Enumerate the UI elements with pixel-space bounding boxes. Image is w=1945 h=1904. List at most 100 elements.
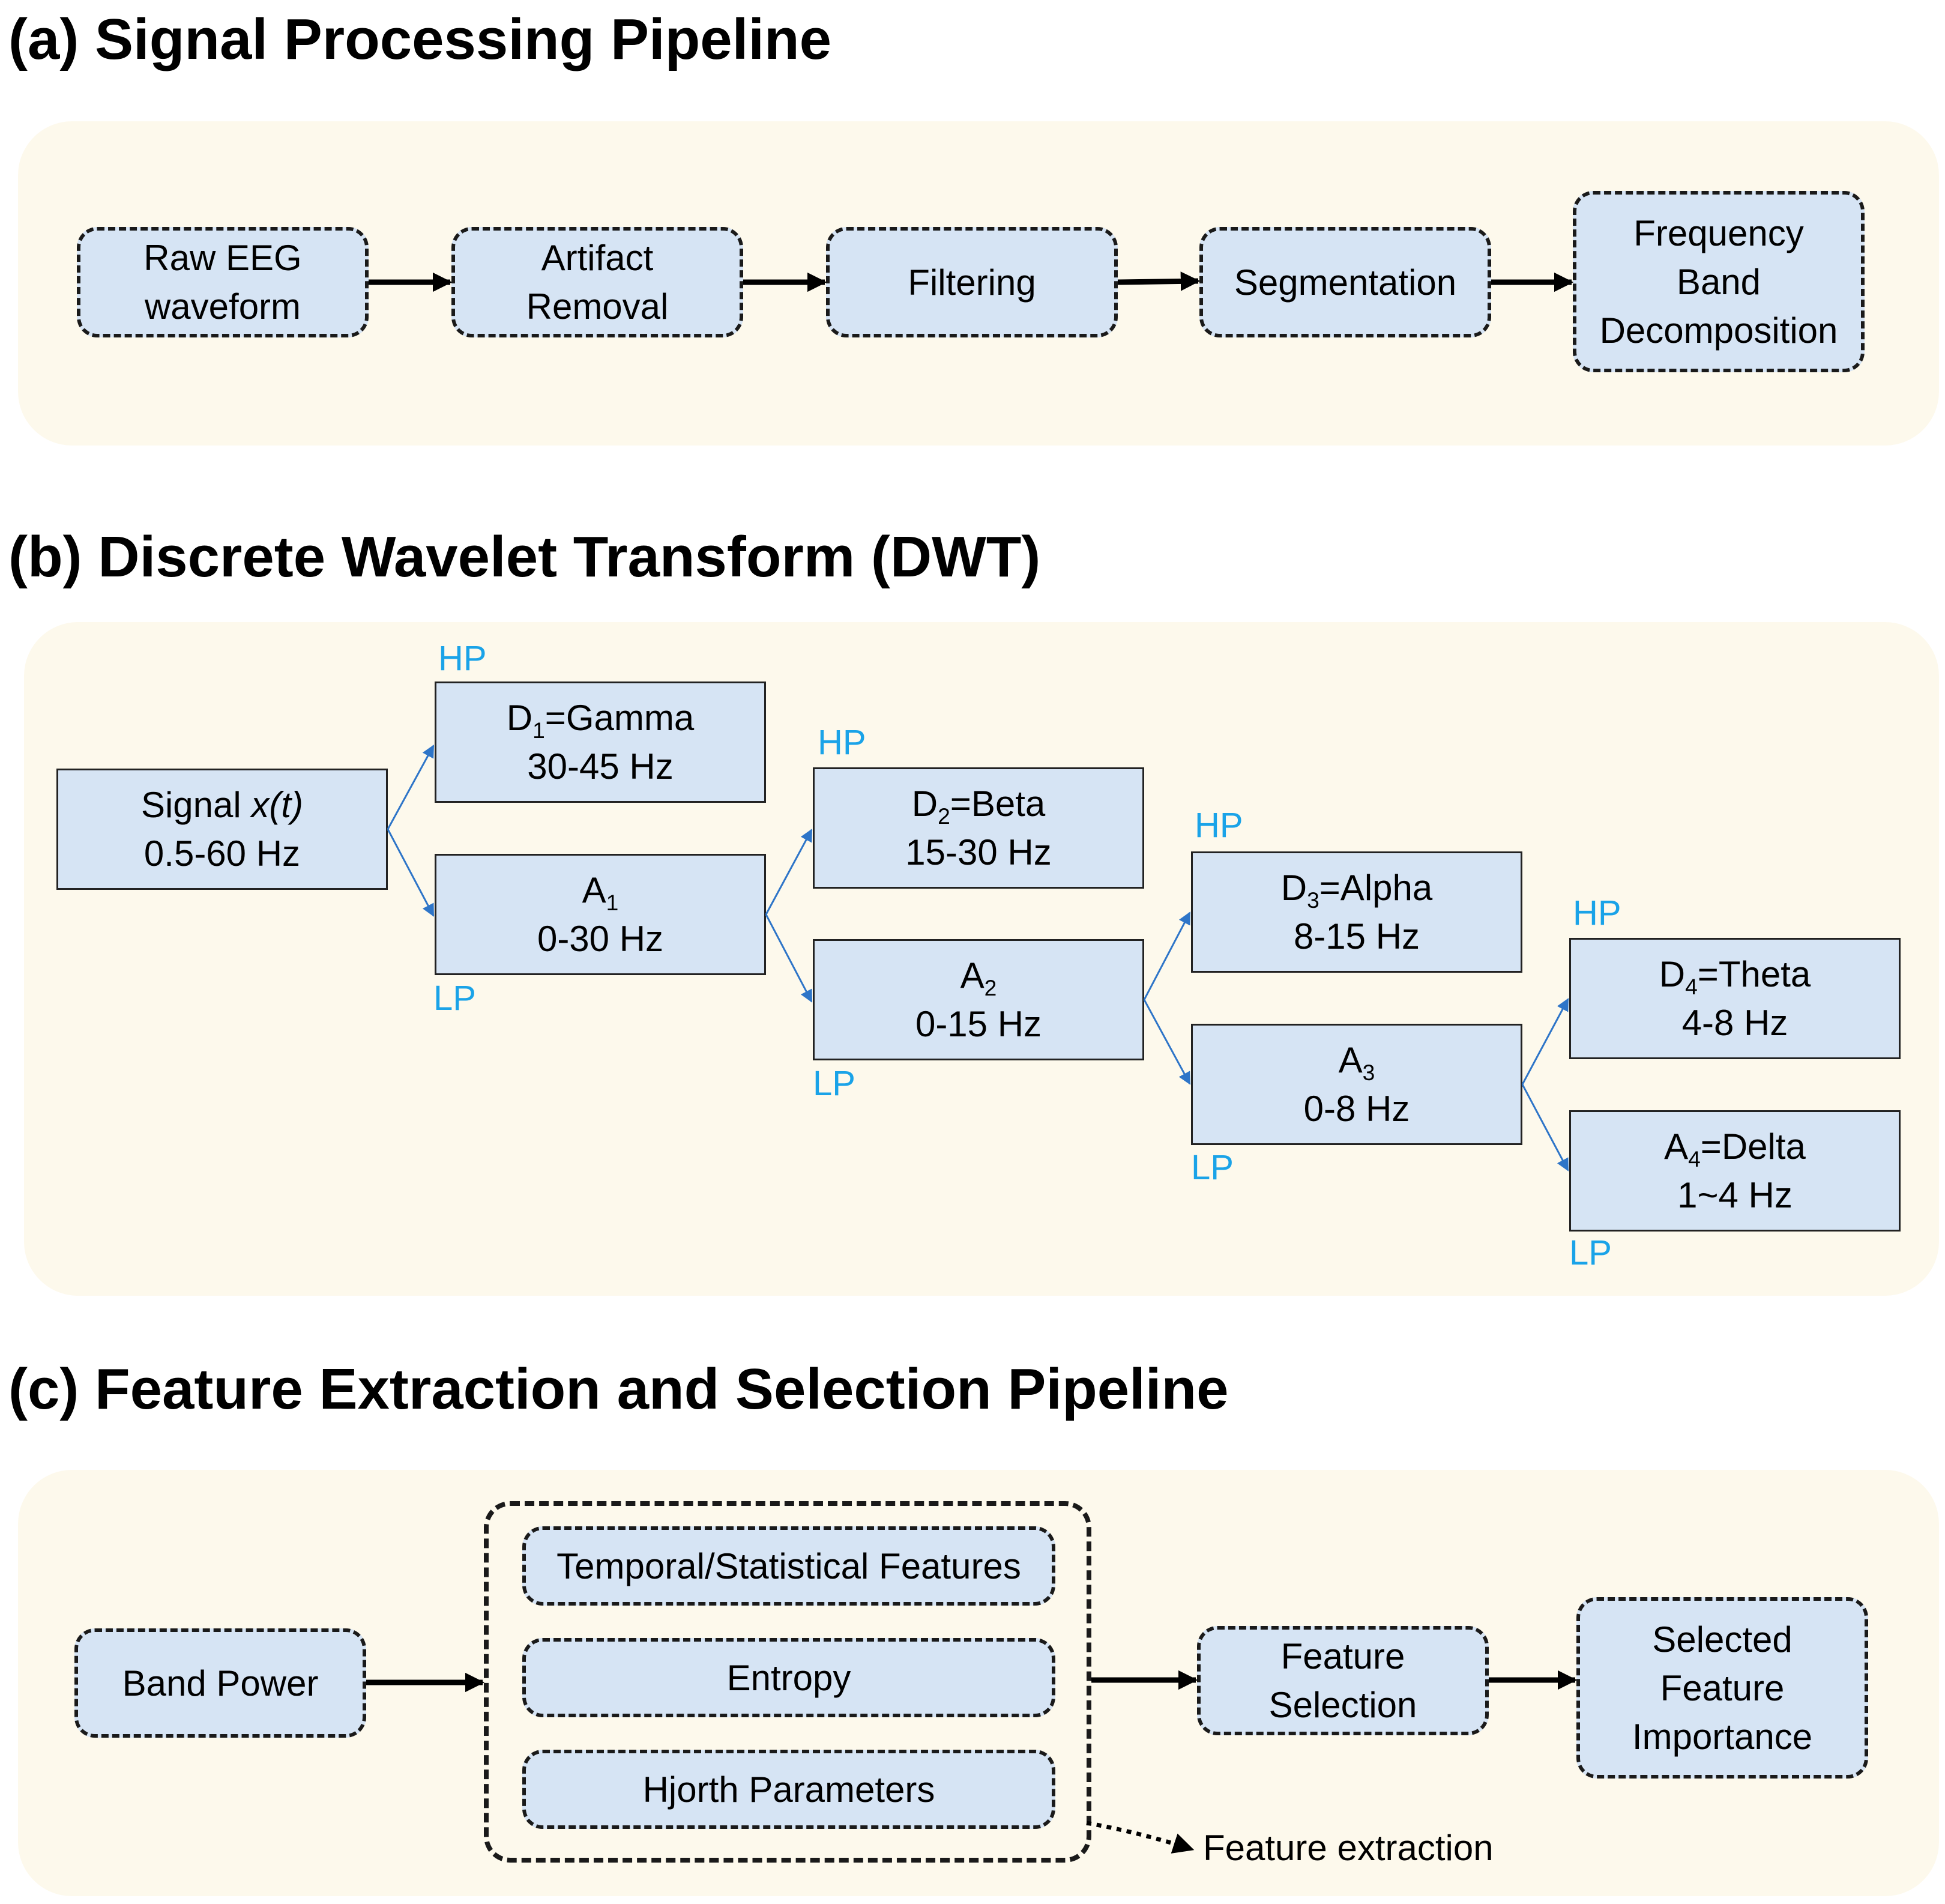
a3-symbol: A (1338, 1040, 1363, 1080)
a3-box: A3 0-8 Hz (1191, 1024, 1522, 1145)
a4-band: =Delta (1700, 1126, 1806, 1167)
d2-beta-box: D2=Beta 15-30 Hz (813, 767, 1144, 889)
a2-subscript: 2 (984, 975, 997, 1001)
band-power-box: Band Power (74, 1628, 366, 1738)
temporal-statistical-label: Temporal/Statistical Features (556, 1546, 1021, 1586)
segmentation-box: Segmentation (1199, 227, 1491, 337)
dwt-arrow-a2-hp (1143, 911, 1191, 1000)
d2-band: =Beta (950, 784, 1046, 824)
freq-band-line-3: Decomposition (1599, 310, 1838, 351)
raw-eeg-box: Raw EEG waveform (77, 227, 369, 337)
a1-range: 0-30 Hz (537, 919, 664, 959)
a1-title: A1 (582, 866, 619, 914)
selected-feature-importance-box: Selected Feature Importance (1576, 1597, 1868, 1779)
artifact-removal-line-1: Artifact (541, 238, 654, 278)
a4-subscript: 4 (1688, 1146, 1701, 1172)
dwt-arrow-a3-lp (1521, 1084, 1569, 1171)
dwt-arrow-a1-lp (765, 914, 813, 1003)
d3-alpha-box: D3=Alpha 8-15 Hz (1191, 851, 1522, 973)
a3-title: A3 (1339, 1036, 1375, 1084)
lp-label-level-1: LP (433, 979, 476, 1018)
feature-selection-line-2: Selection (1268, 1685, 1417, 1725)
d2-subscript: 2 (938, 803, 950, 829)
hp-label-level-2: HP (818, 723, 866, 762)
section-a-title: (a) Signal Processing Pipeline (8, 7, 832, 71)
lp-label-level-2: LP (813, 1064, 855, 1103)
a2-range: 0-15 Hz (915, 1004, 1042, 1044)
a1-symbol: A (582, 870, 606, 910)
d3-range: 8-15 Hz (1293, 916, 1420, 957)
dwt-arrow-signal-lp (387, 829, 435, 917)
a1-subscript: 1 (606, 890, 619, 916)
d2-range: 15-30 Hz (905, 832, 1052, 872)
signal-line-1: Signal x(t) (141, 781, 303, 829)
feature-extraction-annotation: Feature extraction (1203, 1828, 1494, 1868)
d4-symbol: D (1659, 954, 1686, 994)
signal-variable: x(t) (251, 785, 304, 825)
d4-band: =Theta (1697, 954, 1811, 994)
segmentation-line-1: Segmentation (1234, 262, 1457, 303)
hp-label-level-4: HP (1573, 893, 1621, 932)
a4-range: 1~4 Hz (1677, 1175, 1793, 1215)
a2-symbol: A (960, 955, 985, 996)
hp-label-level-3: HP (1195, 806, 1243, 845)
a4-title: A4=Delta (1664, 1122, 1806, 1171)
d1-gamma-box: D1=Gamma 30-45 Hz (435, 682, 766, 803)
d4-range: 4-8 Hz (1681, 1003, 1788, 1043)
lp-label-level-4: LP (1569, 1233, 1612, 1272)
d3-subscript: 3 (1307, 887, 1319, 913)
selected-importance-line-3: Importance (1632, 1716, 1813, 1757)
d2-title: D2=Beta (912, 779, 1046, 828)
artifact-removal-line-2: Removal (526, 286, 669, 327)
d4-subscript: 4 (1685, 974, 1698, 1000)
a2-title: A2 (960, 951, 997, 1000)
a4-symbol: A (1664, 1126, 1689, 1167)
artifact-removal-box: Artifact Removal (451, 227, 743, 337)
d1-range: 30-45 Hz (527, 746, 674, 787)
feature-selection-line-1: Feature (1280, 1636, 1405, 1676)
signal-range: 0.5-60 Hz (143, 833, 301, 874)
hjorth-parameters-label: Hjorth Parameters (642, 1769, 935, 1810)
freq-band-line-1: Frequency (1633, 213, 1804, 253)
raw-eeg-line-1: Raw EEG (143, 238, 302, 278)
d4-theta-box: D4=Theta 4-8 Hz (1569, 938, 1901, 1059)
signal-box: Signal x(t) 0.5-60 Hz (56, 769, 388, 890)
a2-box: A2 0-15 Hz (813, 939, 1144, 1060)
filtering-box: Filtering (826, 227, 1118, 337)
band-power-label: Band Power (122, 1663, 319, 1703)
raw-eeg-line-2: waveform (144, 286, 301, 327)
a1-box: A1 0-30 Hz (435, 854, 766, 975)
dotted-arrow-feature-extraction (1086, 1821, 1195, 1854)
d2-symbol: D (911, 784, 938, 824)
section-b-title: (b) Discrete Wavelet Transform (DWT) (8, 525, 1041, 589)
arrow-filtering-to-segmentation (1117, 271, 1201, 291)
feature-extraction-group (484, 1501, 1091, 1863)
selected-importance-line-2: Feature (1660, 1667, 1785, 1708)
selected-importance-line-1: Selected (1652, 1619, 1793, 1660)
lp-label-level-3: LP (1191, 1148, 1234, 1187)
a3-range: 0-8 Hz (1303, 1089, 1410, 1129)
d4-title: D4=Theta (1659, 950, 1811, 999)
d1-symbol: D (506, 698, 533, 738)
d3-title: D3=Alpha (1281, 863, 1433, 912)
entropy-box: Entropy (522, 1638, 1055, 1717)
filtering-line-1: Filtering (908, 262, 1036, 303)
d1-band: =Gamma (544, 698, 695, 738)
dwt-arrow-signal-hp (387, 745, 435, 830)
feature-selection-box: Feature Selection (1197, 1626, 1489, 1735)
section-c-title: (c) Feature Extraction and Selection Pip… (8, 1357, 1229, 1421)
hjorth-parameters-box: Hjorth Parameters (522, 1750, 1055, 1829)
dwt-arrow-a2-lp (1143, 999, 1191, 1085)
d3-symbol: D (1280, 868, 1307, 908)
temporal-statistical-features-box: Temporal/Statistical Features (522, 1526, 1055, 1606)
d3-band: =Alpha (1319, 868, 1433, 908)
dwt-arrow-a3-hp (1521, 998, 1569, 1085)
hp-label-level-1: HP (438, 639, 487, 678)
signal-name: Signal (140, 785, 252, 825)
a3-subscript: 3 (1362, 1060, 1375, 1086)
dwt-arrow-a1-hp (765, 829, 813, 915)
d1-subscript: 1 (532, 718, 545, 743)
frequency-band-decomposition-box: Frequency Band Decomposition (1573, 191, 1865, 372)
freq-band-line-2: Band (1676, 261, 1761, 302)
